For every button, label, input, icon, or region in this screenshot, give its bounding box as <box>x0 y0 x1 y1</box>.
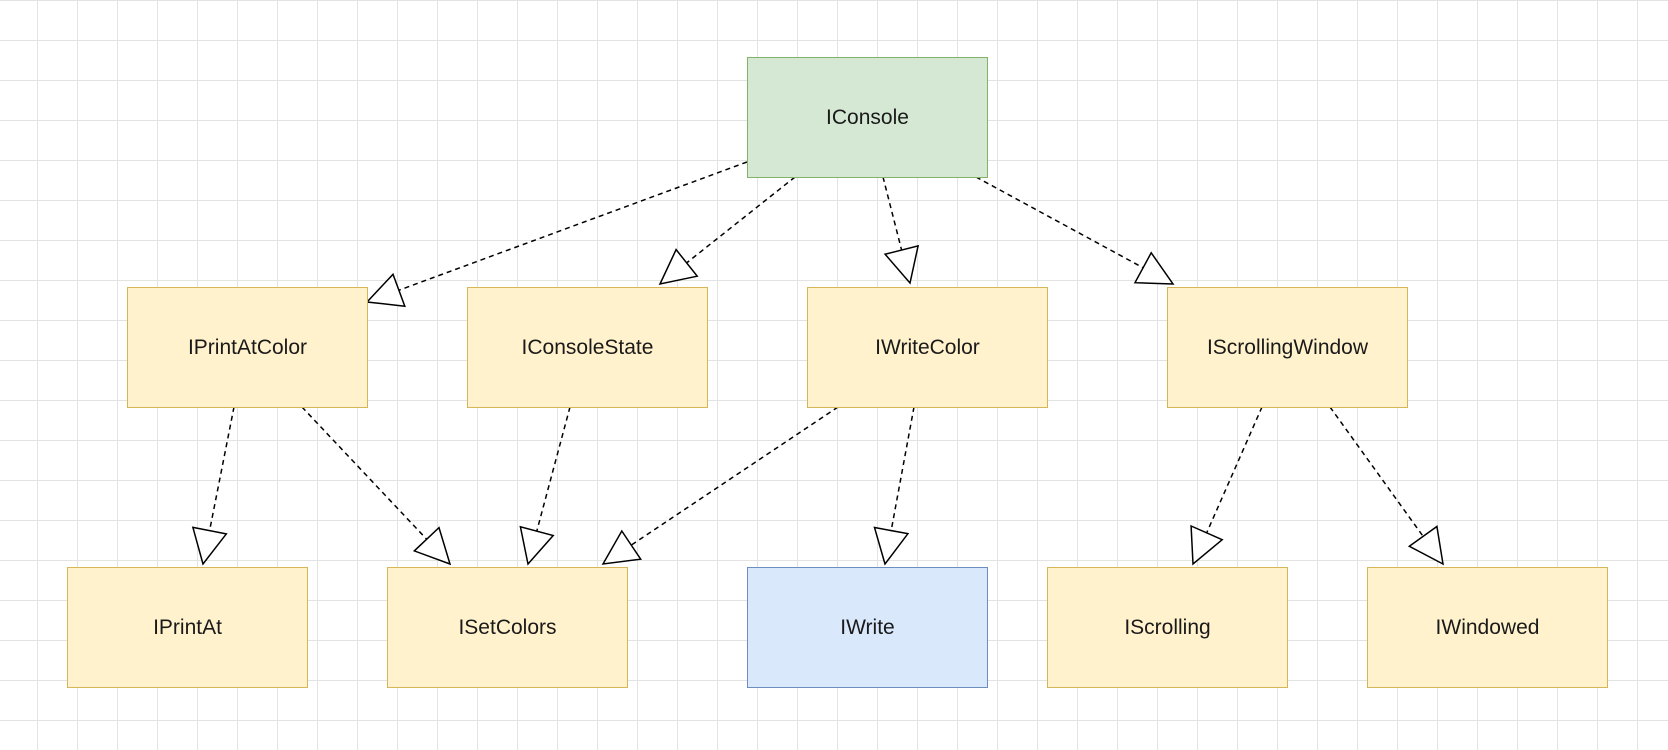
edge-line <box>1329 406 1424 537</box>
hollow-arrowhead-icon <box>191 526 228 566</box>
edge-iscrollingwindow-to-iscrolling[interactable] <box>1190 406 1263 566</box>
hollow-arrowhead-icon <box>1190 524 1224 566</box>
node-iconsolestate[interactable]: IConsoleState <box>467 287 708 408</box>
edge-line <box>208 406 235 531</box>
edge-line <box>882 176 903 251</box>
node-label-iscrollingwindow: IScrollingWindow <box>1206 335 1369 359</box>
edge-iconsole-to-iconsolestate[interactable] <box>658 176 796 286</box>
node-label-iconsolestate: IConsoleState <box>521 335 654 359</box>
node-isetcolors[interactable]: ISetColors <box>387 567 628 688</box>
edge-line <box>630 406 839 546</box>
node-label-iprintat: IPrintAt <box>153 615 222 639</box>
edge-iconsolestate-to-isetcolors[interactable] <box>519 406 571 566</box>
edge-iconsole-to-iwritecolor[interactable] <box>882 176 920 285</box>
node-iwritecolor[interactable]: IWriteColor <box>807 287 1048 408</box>
hollow-arrowhead-icon <box>365 272 406 308</box>
edge-line <box>536 406 571 532</box>
edge-line <box>975 176 1144 269</box>
node-iwindowed[interactable]: IWindowed <box>1367 567 1608 688</box>
edge-iwritecolor-to-iwrite[interactable] <box>873 406 915 566</box>
edge-line <box>301 406 428 540</box>
edge-iscrollingwindow-to-iwindowed[interactable] <box>1329 406 1444 566</box>
edge-line <box>1205 406 1263 534</box>
edge-line <box>890 406 915 531</box>
node-iwrite[interactable]: IWrite <box>747 567 988 688</box>
node-label-iwindowed: IWindowed <box>1435 615 1540 639</box>
node-label-iconsole: IConsole <box>826 105 909 129</box>
hollow-arrowhead-icon <box>658 248 699 286</box>
edge-iconsole-to-iscrollingwindow[interactable] <box>975 176 1175 285</box>
edge-iprintatcolor-to-isetcolors[interactable] <box>301 406 452 566</box>
node-iprintat[interactable]: IPrintAt <box>67 567 308 688</box>
node-iscrolling[interactable]: IScrolling <box>1047 567 1288 688</box>
node-iscrollingwindow[interactable]: IScrollingWindow <box>1167 287 1408 408</box>
node-iprintatcolor[interactable]: IPrintAtColor <box>127 287 368 408</box>
node-label-iprintatcolor: IPrintAtColor <box>187 335 308 359</box>
node-label-isetcolors: ISetColors <box>458 615 557 639</box>
node-label-iwritecolor: IWriteColor <box>875 335 980 359</box>
hollow-arrowhead-icon <box>883 244 920 285</box>
node-label-iwrite: IWrite <box>840 615 895 639</box>
edge-iconsole-to-iprintatcolor[interactable] <box>365 161 748 308</box>
edge-iwritecolor-to-isetcolors[interactable] <box>601 406 839 565</box>
hollow-arrowhead-icon <box>1407 525 1444 566</box>
edge-iprintatcolor-to-iprintat[interactable] <box>191 406 235 566</box>
hollow-arrowhead-icon <box>1133 251 1175 285</box>
hollow-arrowhead-icon <box>412 526 452 566</box>
node-iconsole[interactable]: IConsole <box>747 57 988 178</box>
node-label-iscrolling: IScrolling <box>1124 615 1211 639</box>
hollow-arrowhead-icon <box>601 529 642 565</box>
edge-line <box>686 176 796 264</box>
hollow-arrowhead-icon <box>873 526 910 566</box>
hollow-arrowhead-icon <box>519 525 555 566</box>
edge-line <box>398 161 748 291</box>
